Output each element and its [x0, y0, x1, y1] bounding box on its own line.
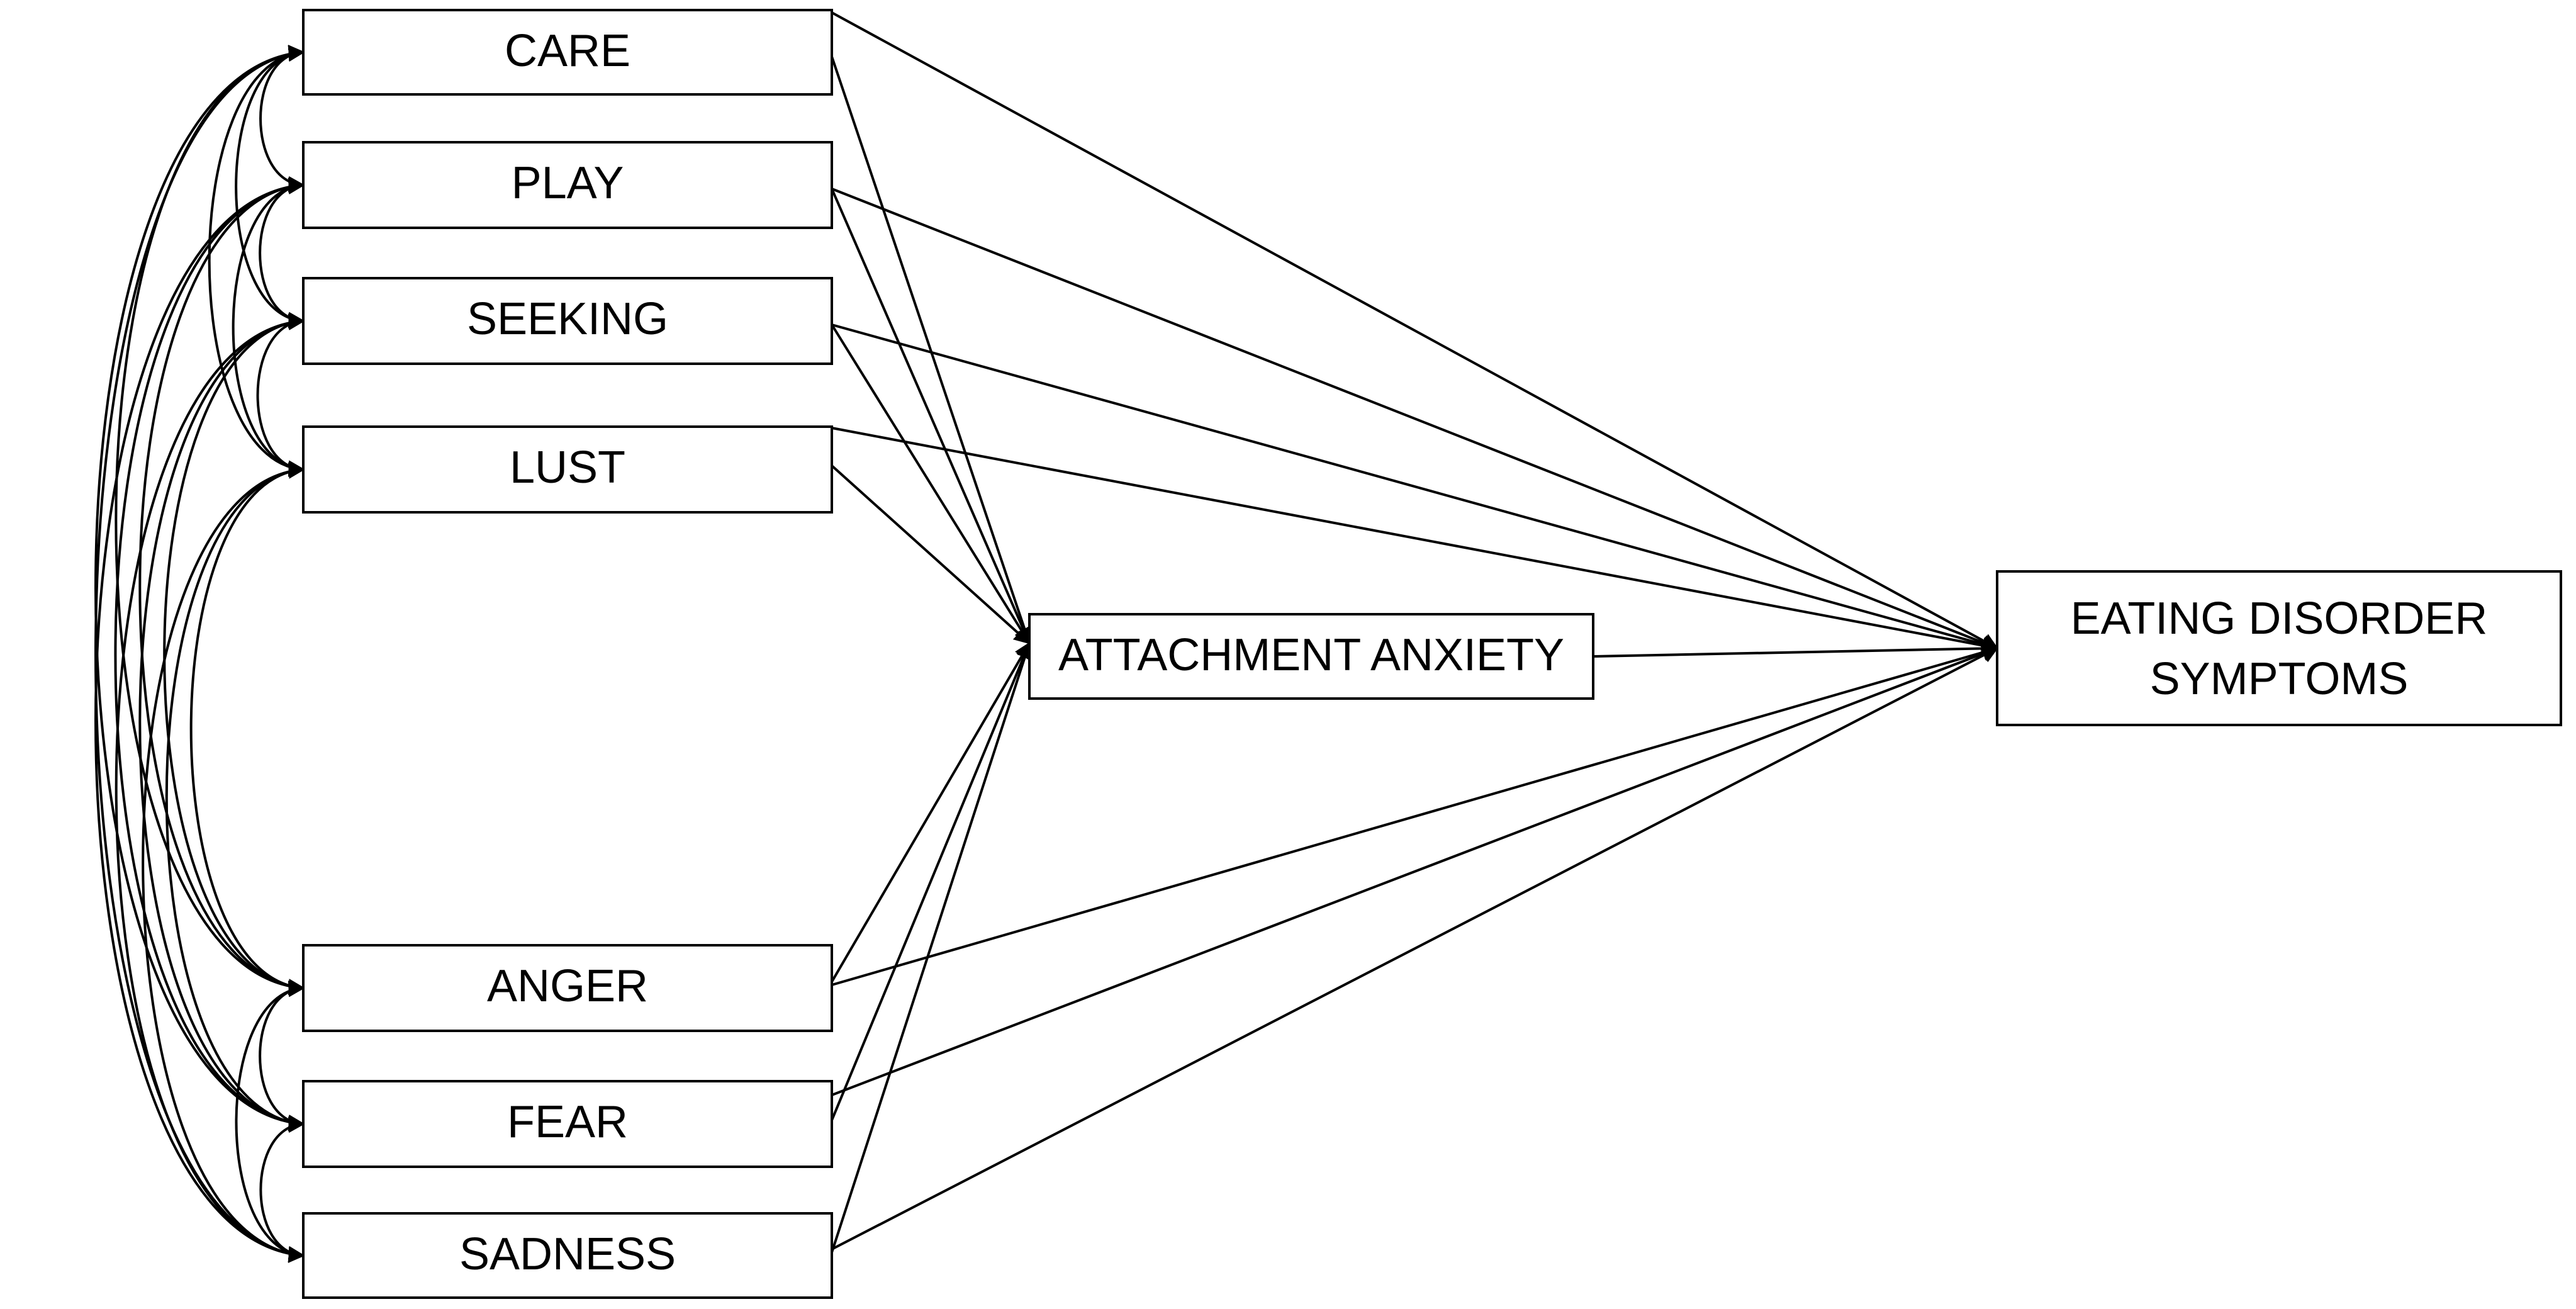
node-care: CARE [302, 9, 833, 96]
node-sadness-box [302, 1212, 833, 1299]
path-seeking-to-attachment-anxiety [831, 323, 1031, 645]
node-anger-box [302, 944, 833, 1032]
node-sadness-label: SADNESS [459, 1229, 676, 1279]
covariance-seeking-fear [138, 313, 305, 1132]
covariance-play-fear [114, 177, 305, 1132]
node-attachment-anxiety: ATTACHMENT ANXIETY [1028, 613, 1594, 700]
node-eating-disorder-symptoms: EATING DISORDER SYMPTOMS [1996, 570, 2562, 726]
covariance-lust-sadness [142, 462, 305, 1263]
covariance-lust-anger [189, 462, 305, 996]
node-lust: LUST [302, 425, 833, 514]
path-anger-to-attachment-anxiety [831, 641, 1031, 983]
path-anger-to-eating-disorder-symptoms [831, 644, 1999, 986]
path-play-to-eating-disorder-symptoms [831, 188, 1999, 651]
node-play-label: PLAY [512, 158, 624, 208]
node-seeking: SEEKING [302, 277, 833, 365]
covariance-anger-sadness [235, 980, 305, 1263]
covariance-play-anger [138, 177, 305, 996]
node-care-box [302, 9, 833, 96]
covariance-care-seeking [235, 45, 305, 329]
node-anger: ANGER [302, 944, 833, 1032]
node-seeking-label: SEEKING [467, 294, 668, 344]
covariance-play-lust [232, 177, 305, 477]
edges-layer [94, 11, 1999, 1263]
path-fear-to-eating-disorder-symptoms [831, 646, 1999, 1096]
node-fear-box [302, 1080, 833, 1168]
node-sadness: SADNESS [302, 1212, 833, 1299]
path-sadness-to-eating-disorder-symptoms [831, 647, 1999, 1250]
covariance-care-play [259, 45, 305, 193]
path-lust-to-attachment-anxiety [831, 464, 1031, 644]
covariance-play-seeking [259, 177, 305, 329]
path-play-to-attachment-anxiety [831, 188, 1031, 645]
path-care-to-attachment-anxiety [831, 56, 1033, 645]
node-lust-label: LUST [510, 442, 625, 493]
covariance-care-sadness [94, 45, 305, 1262]
node-care-label: CARE [505, 26, 630, 76]
path-sadness-to-attachment-anxiety [831, 641, 1033, 1253]
path-care-to-eating-disorder-symptoms [831, 11, 1999, 649]
path-seeking-to-eating-disorder-symptoms [831, 323, 1999, 653]
path-fear-to-attachment-anxiety [831, 641, 1032, 1121]
covariance-anger-fear [259, 980, 305, 1132]
node-lust-box [302, 425, 833, 514]
node-eating-disorder-label-line1: EATING DISORDER [2071, 593, 2488, 644]
node-anger-label: ANGER [487, 961, 648, 1011]
path-attachment-anxiety-to-eating-disorder-symptoms [1593, 640, 1999, 658]
node-eating-disorder-box [1996, 570, 2562, 726]
node-attachment-anxiety-box [1028, 613, 1594, 700]
node-fear-label: FEAR [507, 1097, 628, 1147]
node-eating-disorder-label-line2: SYMPTOMS [2150, 654, 2409, 704]
covariance-play-sadness [94, 177, 305, 1263]
node-play-box [302, 141, 833, 229]
covariance-seeking-sadness [115, 313, 305, 1263]
node-fear: FEAR [302, 1080, 833, 1168]
covariance-lust-fear [165, 462, 305, 1132]
node-seeking-box [302, 277, 833, 365]
covariance-fear-sadness [259, 1116, 305, 1263]
covariance-seeking-lust [256, 313, 305, 477]
covariance-care-lust [208, 45, 305, 477]
covariance-care-fear [94, 45, 305, 1132]
path-lust-to-eating-disorder-symptoms [831, 427, 1999, 654]
node-play: PLAY [302, 141, 833, 229]
node-attachment-anxiety-label: ATTACHMENT ANXIETY [1058, 630, 1564, 680]
